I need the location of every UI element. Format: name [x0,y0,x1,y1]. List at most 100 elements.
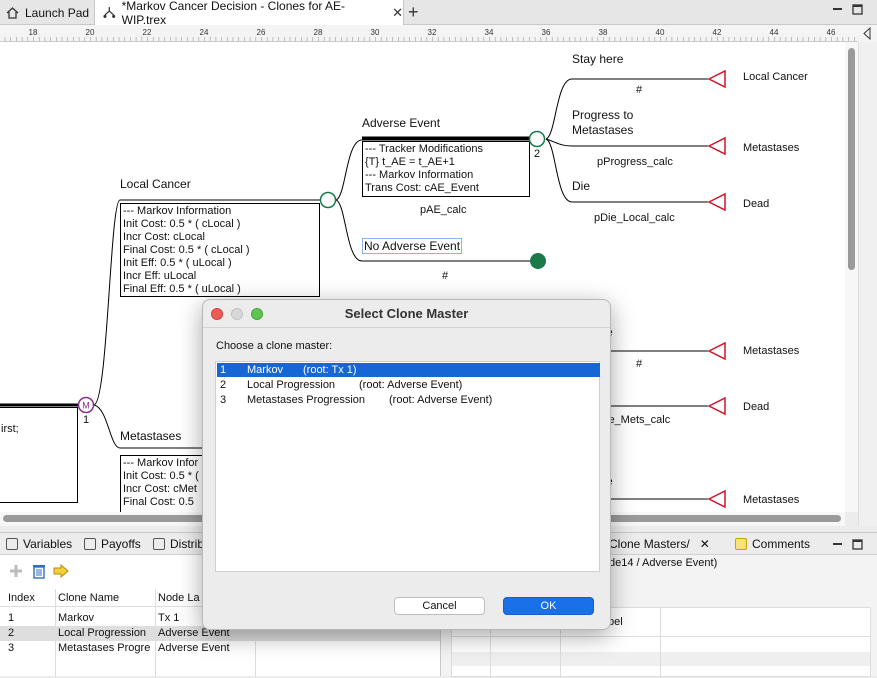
box-line: {T} t_AE = t_AE+1 [365,156,455,168]
cancel-button[interactable]: Cancel [394,597,485,615]
markov-root-box: irst; [0,407,78,503]
adverse-event-box[interactable]: --- Tracker Modifications {T} t_AE = t_A… [362,141,530,197]
ruler-tick-label: 42 [713,28,722,37]
markov-root-text: irst; [1,423,19,435]
node-label-die[interactable]: Die [572,179,591,193]
ruler-tick-label: 18 [29,28,38,37]
table-row[interactable]: 3 Metastases Progre Adverse Event [0,641,440,656]
close-tab-icon[interactable]: ✕ [392,4,403,20]
tab-label: Comments [752,537,811,551]
scroll-thumb[interactable] [848,48,855,270]
item-index: 3 [220,394,227,406]
node-label-stay-here[interactable]: Stay here [572,52,624,66]
terminal-node-icon[interactable] [707,69,727,89]
table-cell: Adverse Event [158,627,230,639]
local-cancer-markov-box[interactable]: --- Markov Information Init Cost: 0.5 * … [120,203,320,297]
terminal-node-icon[interactable] [707,341,727,361]
list-item[interactable]: 1 Markov (root: Tx 1) [217,363,600,377]
node-label-progress-2[interactable]: Metastases [572,123,634,137]
editor-tab-bar: Launch Pad *Markov Cancer Decision - Clo… [0,0,877,27]
tab-label: Payoffs [101,537,141,551]
box-line: Incr Cost: cLocal [123,231,205,243]
comments-icon [735,538,747,550]
ruler-tick-label: 20 [86,28,95,37]
terminal-label: Dead [743,401,770,413]
add-icon[interactable] [9,564,23,578]
ok-button[interactable]: OK [503,597,594,615]
minimize-icon[interactable] [832,4,843,15]
table-cell: Markov [58,612,95,624]
clone-master-list[interactable]: 1 Markov (root: Tx 1) 2 Local Progressio… [215,361,600,572]
column-header[interactable]: Node La [158,592,200,604]
prob-die[interactable]: pDie_Local_calc [594,212,675,224]
prob-fragment[interactable]: # [636,358,643,370]
chance-node-icon[interactable] [319,191,337,209]
vertical-scrollbar[interactable] [845,42,858,512]
column-header[interactable]: Index [8,592,35,604]
prob-die-mets[interactable]: ie_Mets_calc [606,414,671,426]
node-label-no-adverse-event[interactable]: No Adverse Event [362,238,463,254]
tree-icon [103,7,116,18]
terminal-label: Dead [743,198,770,210]
ruler-tick-label: 30 [371,28,380,37]
list-item[interactable]: 2 Local Progression (root: Adverse Event… [217,378,600,392]
chance-node-icon[interactable] [528,130,546,148]
trash-icon[interactable] [32,563,46,579]
tab-distributions[interactable]: Distrib [153,537,204,551]
arrow-right-icon[interactable] [53,564,69,578]
terminal-node-icon[interactable] [707,489,727,509]
column-header[interactable]: bel [608,616,623,628]
prob-adverse-event[interactable]: pAE_calc [420,204,467,216]
markov-node-number: 1 [83,414,90,426]
minimize-icon[interactable] [832,539,843,550]
item-name: Metastases Progression [247,394,365,406]
terminal-node-icon[interactable] [707,396,727,416]
maximize-icon[interactable] [852,4,863,15]
tab-launch-pad[interactable]: Launch Pad [0,0,94,25]
list-item[interactable]: 3 Metastases Progression (root: Adverse … [217,393,600,407]
box-line: --- Markov Infor [123,457,199,469]
node-label-metastases[interactable]: Metastases [120,429,182,443]
tab-clone-masters[interactable]: Clone Masters/✕ [609,537,710,551]
box-line: Final Cost: 0.5 * ( cLocal ) [123,244,250,256]
table-cell: Local Progression [58,627,147,639]
node-label-local-cancer[interactable]: Local Cancer [120,177,191,191]
item-index: 1 [220,364,227,376]
column-header[interactable]: Clone Name [58,592,120,604]
new-tab-button[interactable]: + [408,2,419,22]
tab-comments[interactable]: Comments [735,537,810,551]
distributions-icon [153,538,165,550]
markov-node-icon[interactable]: M [77,396,95,414]
terminal-node-icon[interactable] [707,136,727,156]
item-root: (root: Adverse Event) [389,394,493,406]
close-window-icon[interactable] [211,308,223,320]
clone-masters-header: de14 / Adverse Event) [609,557,718,569]
zoom-window-icon[interactable] [251,308,263,320]
bottom-right-panel: Clone Masters/✕ Comments de14 / Adverse … [440,532,877,678]
ruler-tick-label: 34 [485,28,494,37]
box-line: --- Markov Information [365,169,474,181]
table-row[interactable]: 1 Markov Tx 1 [0,611,440,626]
prob-stay-here[interactable]: # [636,84,643,96]
minimize-window-icon[interactable] [231,308,243,320]
node-label-progress[interactable]: Progress to [572,108,634,122]
prob-progress[interactable]: pProgress_calc [597,156,673,168]
tab-variables[interactable]: Variables [6,537,72,551]
tab-label: Variables [23,537,73,551]
collapse-arrow-icon[interactable] [858,25,877,42]
table-cell: 2 [8,627,15,639]
prob-no-adverse-event[interactable]: # [442,270,449,282]
terminal-label: Local Cancer [743,71,808,83]
tab-document[interactable]: *Markov Cancer Decision - Clones for AE-… [94,0,404,27]
ruler-tick-label: 46 [827,28,836,37]
terminal-label: Metastases [743,494,800,506]
clone-node-icon[interactable] [529,252,547,270]
tab-payoffs[interactable]: Payoffs [84,537,141,551]
maximize-icon[interactable] [852,539,863,550]
box-line: --- Markov Information [123,205,232,217]
box-line: Init Cost: 0.5 * ( [123,470,199,482]
close-tab-icon[interactable]: ✕ [699,537,710,551]
terminal-node-icon[interactable] [707,192,727,212]
node-label-adverse-event[interactable]: Adverse Event [362,116,441,130]
